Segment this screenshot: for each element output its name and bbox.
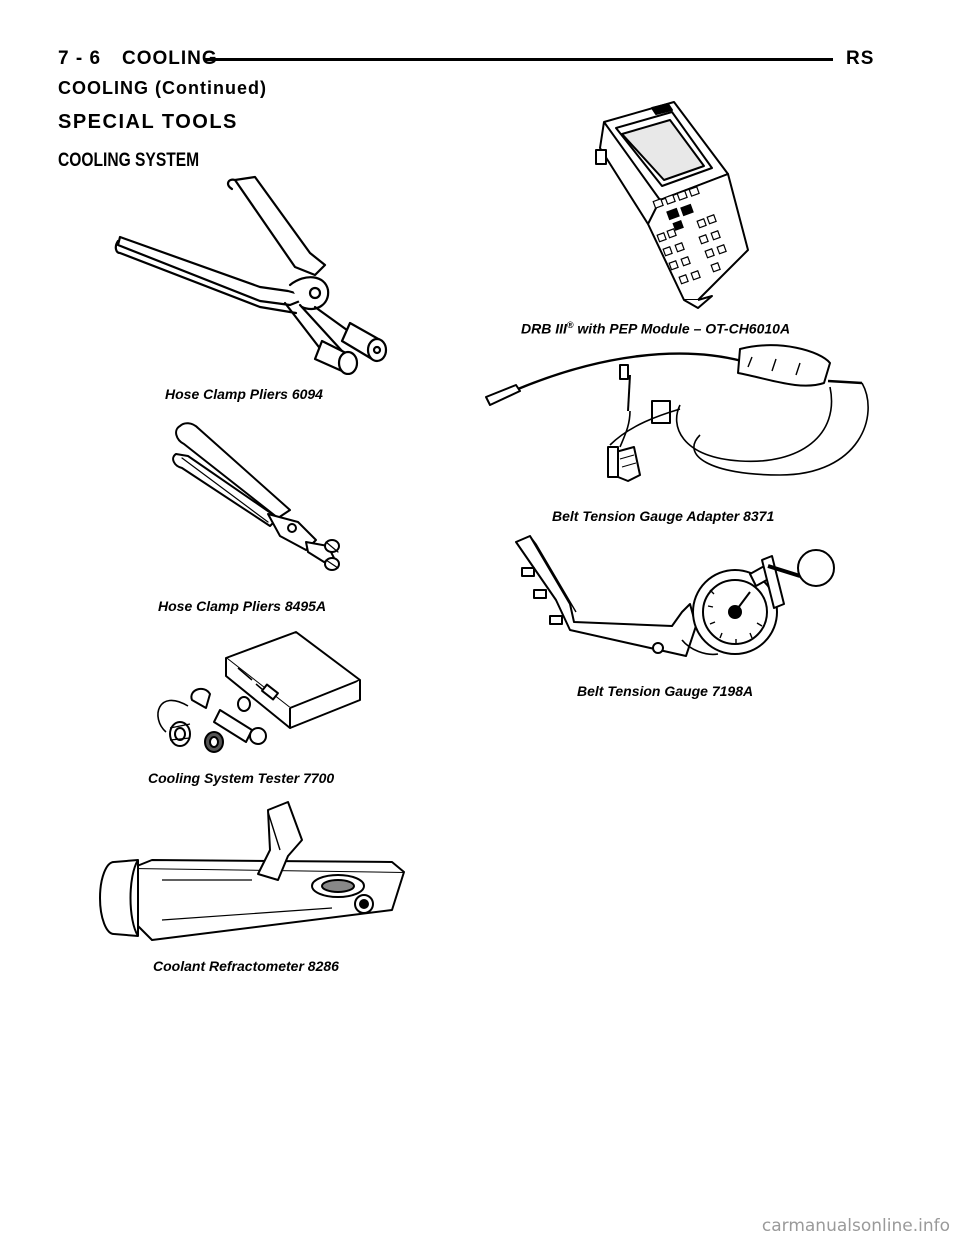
caption-belt-tension-gauge: Belt Tension Gauge 7198A xyxy=(577,683,754,699)
caption-cooling-system-tester: Cooling System Tester 7700 xyxy=(148,770,335,786)
hose-clamp-pliers-6094-icon xyxy=(110,175,410,375)
cooling-system-tester-icon xyxy=(148,628,368,768)
header-rule xyxy=(205,58,833,61)
section-subtitle: COOLING SYSTEM xyxy=(58,150,200,171)
belt-tension-gauge-icon xyxy=(510,530,850,670)
caption-drb-iii: DRB III® with PEP Module – OT-CH6010A xyxy=(521,320,791,337)
caption-coolant-refractometer: Coolant Refractometer 8286 xyxy=(153,958,339,974)
belt-tension-gauge-adapter-icon xyxy=(480,335,880,495)
model-code: RS xyxy=(846,48,875,69)
page-title: SPECIAL TOOLS xyxy=(58,111,238,133)
coolant-refractometer-icon xyxy=(92,800,412,950)
watermark: carmanualsonline.info xyxy=(761,1216,950,1236)
continued-heading: COOLING (Continued) xyxy=(58,78,267,98)
page-number: 7 - 6 xyxy=(58,48,102,69)
caption-hose-clamp-pliers-6094: Hose Clamp Pliers 6094 xyxy=(165,386,323,402)
caption-hose-clamp-pliers-8495a: Hose Clamp Pliers 8495A xyxy=(158,598,327,614)
section-title: COOLING xyxy=(122,48,218,69)
hose-clamp-pliers-8495a-icon xyxy=(168,418,358,578)
caption-belt-tension-gauge-adapter: Belt Tension Gauge Adapter 8371 xyxy=(552,508,775,524)
drb-iii-scan-tool-icon xyxy=(588,100,758,310)
